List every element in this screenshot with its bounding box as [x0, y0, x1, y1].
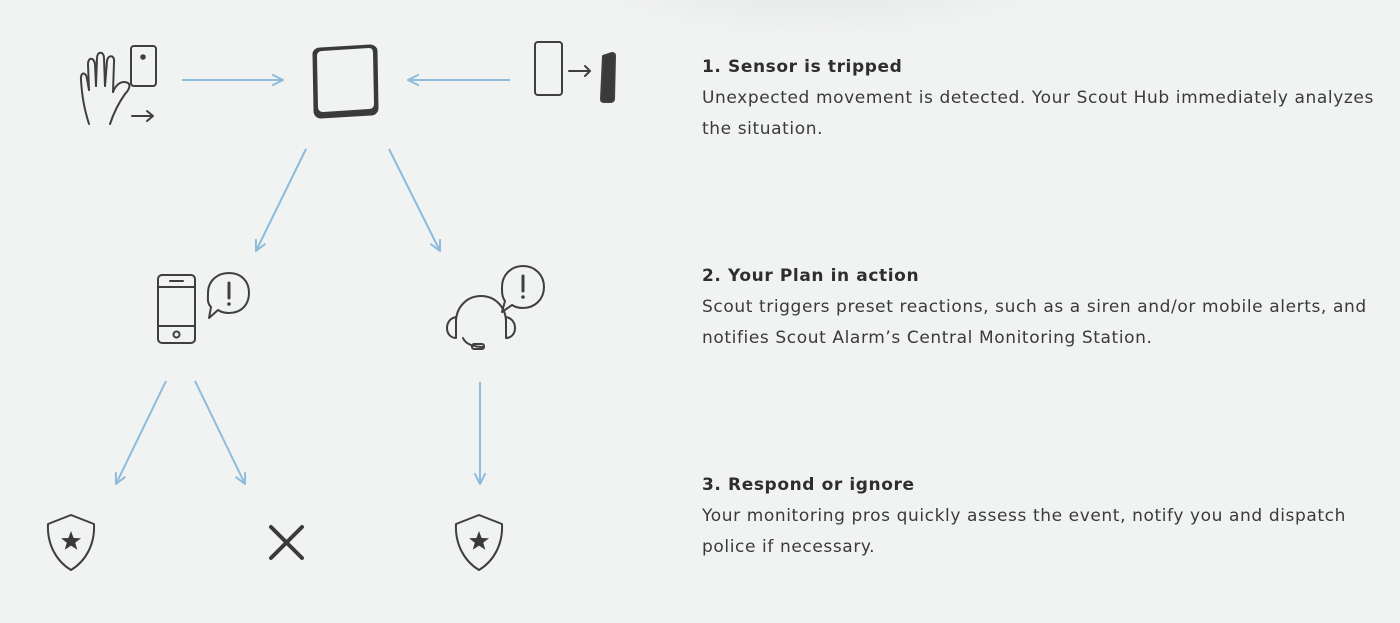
step-plan-in-action: 2. Your Plan in action Scout triggers pr…	[702, 263, 1382, 354]
monitoring-agent-icon	[446, 265, 545, 350]
arrow-mobile-to-dismiss	[194, 380, 247, 485]
door-sensor-icon	[534, 41, 616, 103]
police-badge-icon	[46, 514, 96, 571]
step-respond-or-ignore: 3. Respond or ignore Your monitoring pro…	[702, 472, 1382, 563]
arrow-hub-to-mobile	[254, 148, 307, 252]
step-sensor-tripped: 1. Sensor is tripped Unexpected movement…	[702, 54, 1382, 145]
hand-motion-sensor-icon	[79, 45, 157, 125]
arrow-hub-to-monitoring	[388, 148, 441, 252]
mobile-alert-icon	[157, 272, 250, 344]
police-badge-icon	[454, 514, 504, 571]
step-title: 3. Respond or ignore	[702, 475, 915, 495]
dismiss-x-icon	[269, 525, 304, 560]
step-description: Your monitoring pros quickly assess the …	[702, 506, 1346, 557]
top-glow	[560, 0, 1080, 40]
arrow-mobile-to-police	[114, 380, 167, 485]
scout-hub-icon	[312, 44, 379, 119]
step-title: 2. Your Plan in action	[702, 266, 920, 286]
step-description: Unexpected movement is detected. Your Sc…	[702, 88, 1374, 139]
flow-diagram	[46, 41, 616, 571]
step-title: 1. Sensor is tripped	[702, 57, 903, 77]
arrows	[114, 74, 510, 485]
step-description: Scout triggers preset reactions, such as…	[702, 297, 1367, 348]
